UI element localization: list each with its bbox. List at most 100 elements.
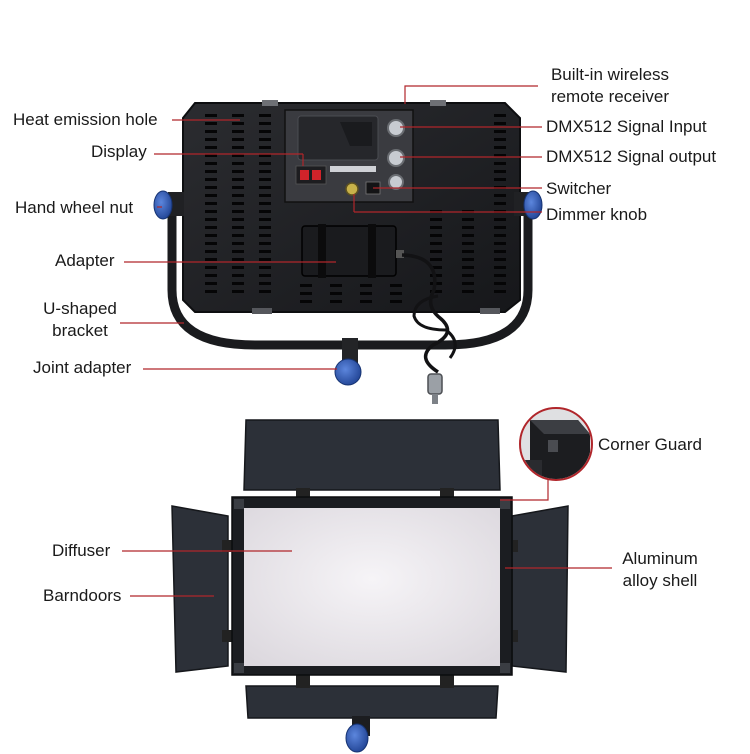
vent-slot <box>390 284 402 287</box>
vent-slot <box>232 290 244 293</box>
vent-slot <box>259 114 271 117</box>
label-hand-wheel-nut: Hand wheel nut <box>15 198 134 217</box>
label-adapter: Adapter <box>55 251 115 270</box>
vent-slot <box>494 146 506 149</box>
vent-slot <box>259 146 271 149</box>
vent-slot <box>205 154 217 157</box>
vent-slot <box>205 146 217 149</box>
vent-slot <box>259 234 271 237</box>
vent-slot <box>462 290 474 293</box>
label-dmx-input: DMX512 Signal Input <box>546 117 707 136</box>
vent-slot <box>462 250 474 253</box>
vent-slot <box>494 234 506 237</box>
vent-slot <box>300 292 312 295</box>
vent-slot <box>259 186 271 189</box>
vent-slot <box>494 274 506 277</box>
vent-slot <box>430 258 442 261</box>
vent-slot <box>205 258 217 261</box>
vent-slot <box>259 290 271 293</box>
vent-slot <box>232 274 244 277</box>
vent-slot <box>259 194 271 197</box>
dmx-input-port <box>387 119 405 137</box>
label-wireless-receiver: Built-in wireless remote receiver <box>535 64 685 108</box>
label-display: Display <box>91 142 147 161</box>
leader-wireless <box>404 85 538 104</box>
vent-slot <box>205 122 217 125</box>
vent-slot <box>205 290 217 293</box>
vent-slot <box>462 282 474 285</box>
vent-slot <box>205 226 217 229</box>
vent-slot <box>232 154 244 157</box>
vent-slot <box>390 300 402 303</box>
vent-slot <box>494 258 506 261</box>
vent-slot <box>462 226 474 229</box>
label-diffuser: Diffuser <box>52 541 111 560</box>
vent-slot <box>205 130 217 133</box>
control-panel <box>284 109 414 203</box>
vent-slot <box>232 122 244 125</box>
label-wireless-line1: Built-in wireless <box>550 65 670 84</box>
vent-slot <box>494 250 506 253</box>
vent-slot <box>330 292 342 295</box>
leader-lines <box>120 85 612 597</box>
vent-slot <box>232 202 244 205</box>
control-text <box>330 166 376 172</box>
label-aluminum-line1: Aluminum <box>622 549 698 568</box>
vent-slot <box>494 122 506 125</box>
label-u-shaped-bracket: U-shaped bracket <box>30 298 130 342</box>
vent-slot <box>259 210 271 213</box>
vent-slot <box>430 266 442 269</box>
vent-slot <box>232 234 244 237</box>
label-joint-adapter: Joint adapter <box>33 358 132 377</box>
power-port <box>388 174 404 190</box>
vent-slot <box>430 234 442 237</box>
vent-slot <box>259 218 271 221</box>
vent-slot <box>494 194 506 197</box>
vent-slot <box>259 122 271 125</box>
label-barndoors: Barndoors <box>43 586 122 605</box>
vent-slot <box>205 250 217 253</box>
vent-slot <box>205 242 217 245</box>
barndoor-left <box>171 505 236 673</box>
bottom-clip <box>252 308 272 314</box>
vent-slot <box>462 218 474 221</box>
vent-slot <box>494 170 506 173</box>
vent-slot <box>205 170 217 173</box>
vent-slot <box>232 170 244 173</box>
vent-slot <box>232 114 244 117</box>
vent-slot <box>494 226 506 229</box>
vent-slot <box>232 250 244 253</box>
corner-guard-zoom <box>519 407 593 481</box>
label-aluminum-line2: alloy shell <box>622 571 698 590</box>
vent-slot <box>205 282 217 285</box>
vent-slot <box>259 138 271 141</box>
vent-slot <box>494 290 506 293</box>
vent-slot <box>259 258 271 261</box>
vent-slot <box>494 266 506 269</box>
vent-slot <box>232 218 244 221</box>
vent-slot <box>494 178 506 181</box>
vent-slot <box>259 282 271 285</box>
hand-wheel-nut-left <box>153 190 184 220</box>
vent-slot <box>205 266 217 269</box>
vent-slot <box>360 300 372 303</box>
vent-slot <box>232 210 244 213</box>
vent-slot <box>494 282 506 285</box>
vent-slot <box>205 186 217 189</box>
vent-slot <box>430 226 442 229</box>
vent-slot <box>494 130 506 133</box>
vent-slot <box>462 258 474 261</box>
vent-slot <box>232 194 244 197</box>
dimmer-knob-shape <box>345 182 359 196</box>
leader-corner <box>500 480 549 501</box>
vent-slot <box>232 226 244 229</box>
vent-slot <box>462 234 474 237</box>
vent-slot <box>494 218 506 221</box>
label-switcher: Switcher <box>546 179 612 198</box>
vent-slot <box>205 162 217 165</box>
vent-slot <box>259 154 271 157</box>
hand-wheel-nut-right <box>514 190 543 220</box>
vent-slot <box>462 242 474 245</box>
